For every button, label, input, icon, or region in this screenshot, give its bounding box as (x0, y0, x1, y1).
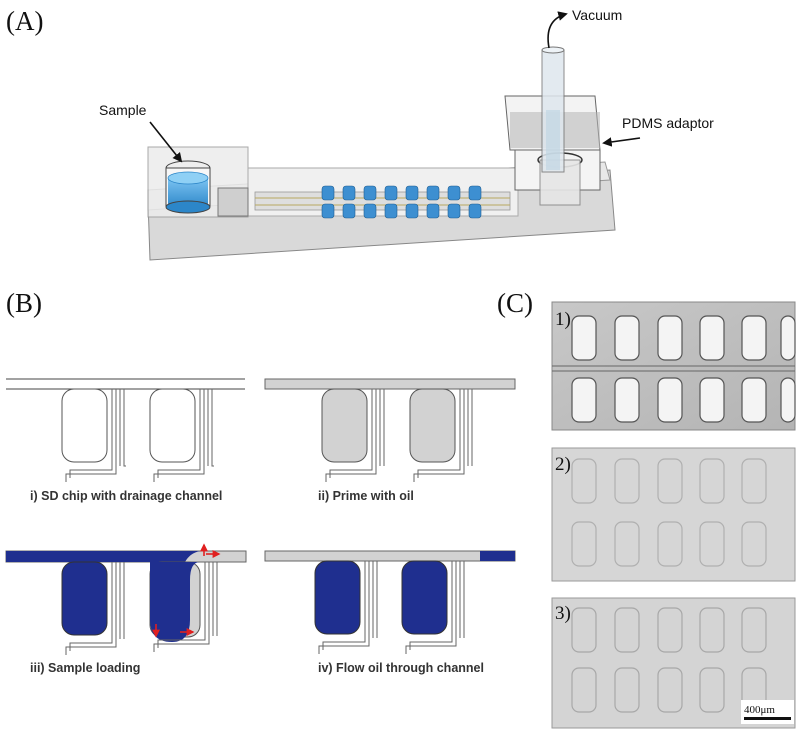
panel-b-letter: (B) (6, 288, 42, 318)
micrograph-3: 3) 400μm (551, 597, 796, 729)
chamber-array (254, 185, 511, 219)
panel-c-letter: (C) (497, 288, 533, 318)
panel-c: (C) 1) (497, 288, 796, 729)
step-iii-diagram (5, 543, 247, 655)
panel-b: (B) i) SD chip with drainage channel (5, 288, 516, 675)
micrograph-2: 2) (551, 447, 796, 582)
step-i-caption: i) SD chip with drainage channel (30, 489, 222, 503)
panel-a-letter: (A) (6, 6, 43, 36)
sample-label: Sample (99, 102, 147, 118)
vacuum-label: Vacuum (572, 7, 622, 23)
inlet-connector (217, 187, 249, 217)
pdms-label: PDMS adaptor (622, 115, 714, 131)
scale-bar (744, 717, 791, 720)
step-i-diagram (6, 378, 245, 482)
micrograph-1: 1) (551, 301, 796, 431)
step-iv-caption: iv) Flow oil through channel (318, 661, 484, 675)
pdms-arrow (602, 137, 641, 147)
sample-arrow (149, 121, 183, 163)
sample-reservoir (165, 160, 211, 214)
micrograph-2-label: 2) (555, 454, 571, 475)
step-ii-caption: ii) Prime with oil (318, 489, 414, 503)
vacuum-tube (541, 46, 565, 173)
micrograph-3-label: 3) (555, 603, 571, 624)
scale-bar-label: 400μm (744, 704, 775, 716)
step-ii-diagram (264, 378, 516, 482)
step-iv-diagram (264, 550, 516, 654)
panel-a: (A) (6, 6, 714, 261)
vacuum-arrow (547, 11, 568, 49)
step-iii-caption: iii) Sample loading (30, 661, 140, 675)
micrograph-1-label: 1) (555, 309, 571, 330)
